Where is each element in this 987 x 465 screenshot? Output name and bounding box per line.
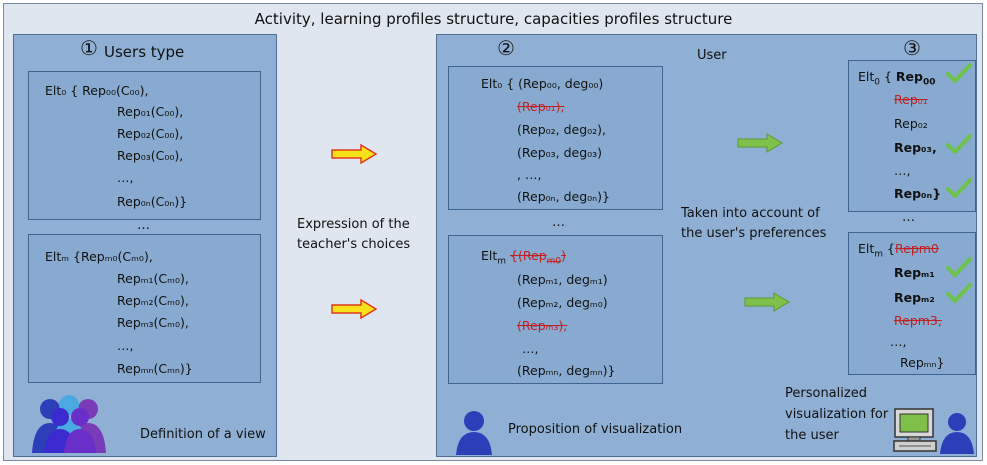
users-group-icon (32, 395, 106, 453)
personalized-eltm-line: Repₘ₁ (894, 265, 935, 280)
proposition-eltm-line-struck: Eltm {(Repm0) (481, 248, 567, 267)
personalized-caption-line: Personalized (785, 386, 867, 401)
personalized-caption-line: the user (785, 428, 839, 443)
users-type-ellipsis: … (137, 218, 150, 233)
proposition-elt0-line: Elt₀ { (Rep₀₀, deg₀₀) (481, 76, 604, 91)
personalized-eltm-line: Repₘ₂ (894, 290, 935, 305)
personalized-ellipsis: … (902, 210, 915, 225)
proposition-elt0-line: (Rep₀ₙ, deg₀ₙ)} (517, 189, 610, 204)
personalized-eltm-line: Eltm {Repm0 (858, 241, 939, 260)
proposition-eltm-box (448, 235, 663, 384)
check-icon (946, 283, 972, 303)
users-type-elt0-line: Rep₀₃(C₀₀), (117, 148, 184, 163)
personalized-elt0-line: Rep₀ₙ} (894, 186, 942, 201)
personalized-eltm-line-struck: Repm3, (894, 313, 942, 328)
computer-icon (893, 408, 937, 452)
check-icon (946, 63, 972, 83)
check-icon (946, 134, 972, 154)
teacher-choices-caption-line: teacher's choices (297, 237, 411, 252)
proposition-eltm-line-struck: (Repₘ₃), (517, 318, 568, 333)
personalized-eltm-box (848, 232, 976, 375)
users-type-heading: Users type (104, 43, 185, 61)
personalized-eltm-line: Repₘₙ} (900, 355, 945, 370)
proposition-eltm-line: (Repₘₙ, degₘₙ)} (517, 363, 616, 378)
personalized-eltm-line: …, (890, 334, 907, 349)
user-icon (940, 413, 974, 454)
proposition-elt0-line-struck: (Rep₀₁), (517, 99, 565, 114)
users-type-eltm-line: Repₘ₂(Cₘ₀), (117, 293, 189, 308)
users-type-elt0-line: …, (117, 170, 134, 185)
personalized-caption-line: visualization for (785, 407, 889, 422)
user-icon (456, 411, 492, 455)
users-type-elt0-line: Rep₀ₙ(C₀ₙ)} (117, 194, 188, 209)
personalized-elt0-line: Rep₀₂ (894, 116, 928, 131)
personalized-elt0-box (848, 60, 976, 212)
step-1-number: ① (80, 36, 98, 60)
users-type-eltm-line: Eltₘ {Repₘ₀(Cₘ₀), (45, 249, 153, 264)
preferences-caption-line: the user's preferences (681, 226, 827, 241)
preferences-caption-line: Taken into account of (681, 206, 820, 221)
personalized-elt0-line-struck: Rep₀₁ (894, 92, 928, 107)
users-type-eltm-line: Repₘₙ(Cₘₙ)} (117, 361, 193, 376)
proposition-eltm-line: (Repₘ₁, degₘ₁) (517, 272, 608, 287)
users-type-elt0-line: Elt₀ { Rep₀₀(C₀₀), (45, 83, 149, 98)
teacher-choices-caption-line: Expression of the (297, 217, 410, 232)
personalized-elt0-line: Elt0 { Rep00 (858, 69, 936, 88)
users-type-eltm-line: Repₘ₃(Cₘ₀), (117, 315, 189, 330)
diagram-title: Activity, learning profiles structure, c… (254, 10, 733, 28)
users-type-elt0-box (28, 71, 261, 220)
check-icon (946, 178, 972, 198)
step-3-number: ③ (903, 36, 921, 60)
personalized-elt0-line: …, (894, 163, 911, 178)
proposition-eltm-line: …, (522, 341, 539, 356)
proposition-elt0-box (448, 66, 663, 210)
users-type-elt0-line: Rep₀₁(C₀₀), (117, 104, 184, 119)
proposition-elt0-line: (Rep₀₃, deg₀₃) (517, 145, 603, 160)
definition-caption: Definition of a view (140, 427, 266, 442)
arrow-right-icon (744, 292, 790, 312)
users-type-eltm-line: …, (117, 338, 134, 353)
proposition-elt0-line: (Rep₀₂, deg₀₂), (517, 122, 607, 137)
step-2-number: ② (497, 36, 515, 60)
proposition-eltm-line: (Repₘ₂, degₘ₀) (517, 295, 608, 310)
arrow-right-icon (331, 144, 377, 164)
users-type-eltm-box (28, 234, 261, 383)
proposition-ellipsis: … (552, 215, 565, 230)
check-icon (946, 257, 972, 277)
proposition-elt0-line: , …, (517, 167, 542, 182)
proposition-caption: Proposition of visualization (508, 422, 683, 437)
users-type-elt0-line: Rep₀₂(C₀₀), (117, 126, 184, 141)
personalized-elt0-line: Rep₀₃, (894, 140, 937, 155)
user-heading: User (697, 48, 727, 63)
arrow-right-icon (331, 299, 377, 319)
users-type-eltm-line: Repₘ₁(Cₘ₀), (117, 271, 189, 286)
arrow-right-icon (737, 133, 783, 153)
